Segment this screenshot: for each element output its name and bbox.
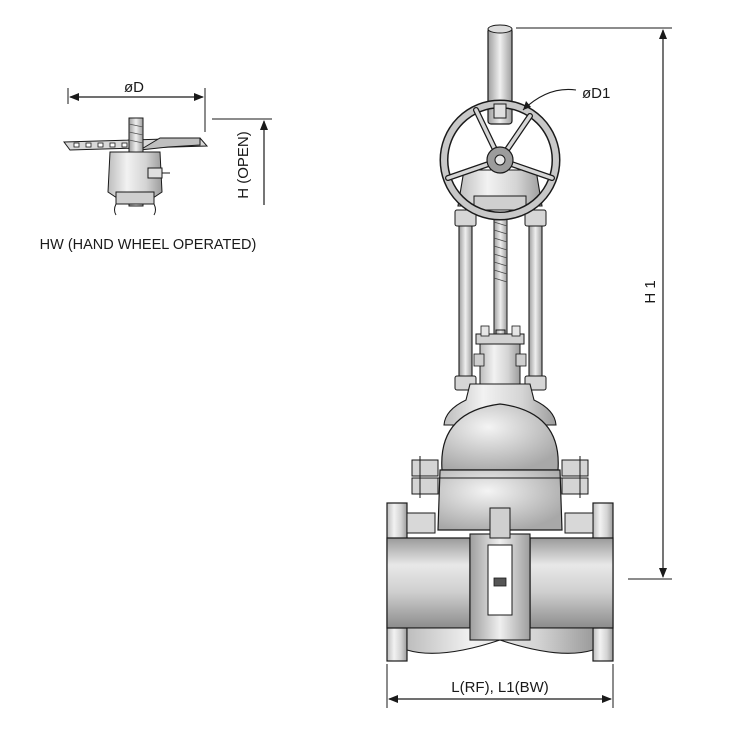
bolt-left-lower bbox=[411, 477, 439, 495]
dim-h1: H 1 bbox=[516, 27, 672, 580]
bore-right bbox=[529, 537, 614, 629]
small-wheel-notches bbox=[73, 142, 128, 148]
gate-valve: øD1 bbox=[386, 24, 614, 662]
packing-box bbox=[479, 343, 521, 385]
small-bolt bbox=[147, 167, 163, 179]
bonnet-dome bbox=[441, 403, 559, 471]
dim-h-label: H (OPEN) bbox=[235, 131, 252, 199]
stem-thread-lines bbox=[493, 221, 508, 283]
stem-nut bbox=[489, 507, 511, 539]
dim-l-label: L(RF), L1(BW) bbox=[451, 679, 549, 696]
handwheel-detail: øD H (OPEN) bbox=[40, 79, 272, 253]
dim-d1-label: øD1 bbox=[582, 85, 610, 102]
small-wheel-spoke bbox=[139, 137, 201, 151]
dim-length: L(RF), L1(BW) bbox=[386, 664, 614, 708]
bolt-right-upper bbox=[561, 459, 589, 477]
dim-d-label: øD bbox=[124, 79, 144, 96]
bolt-left-upper bbox=[411, 459, 439, 477]
dim-d1-leader bbox=[522, 88, 577, 111]
dim-h1-label: H 1 bbox=[642, 280, 659, 303]
yoke-column-left bbox=[458, 213, 473, 387]
detail-caption: HW (HAND WHEEL OPERATED) bbox=[40, 237, 257, 253]
bolt-right-lower bbox=[561, 477, 589, 495]
bonnet-lower bbox=[437, 469, 563, 531]
bore-left bbox=[386, 537, 471, 629]
yoke-column-right bbox=[528, 213, 543, 387]
small-yoke-base bbox=[115, 191, 155, 205]
gate-pin bbox=[493, 577, 507, 587]
